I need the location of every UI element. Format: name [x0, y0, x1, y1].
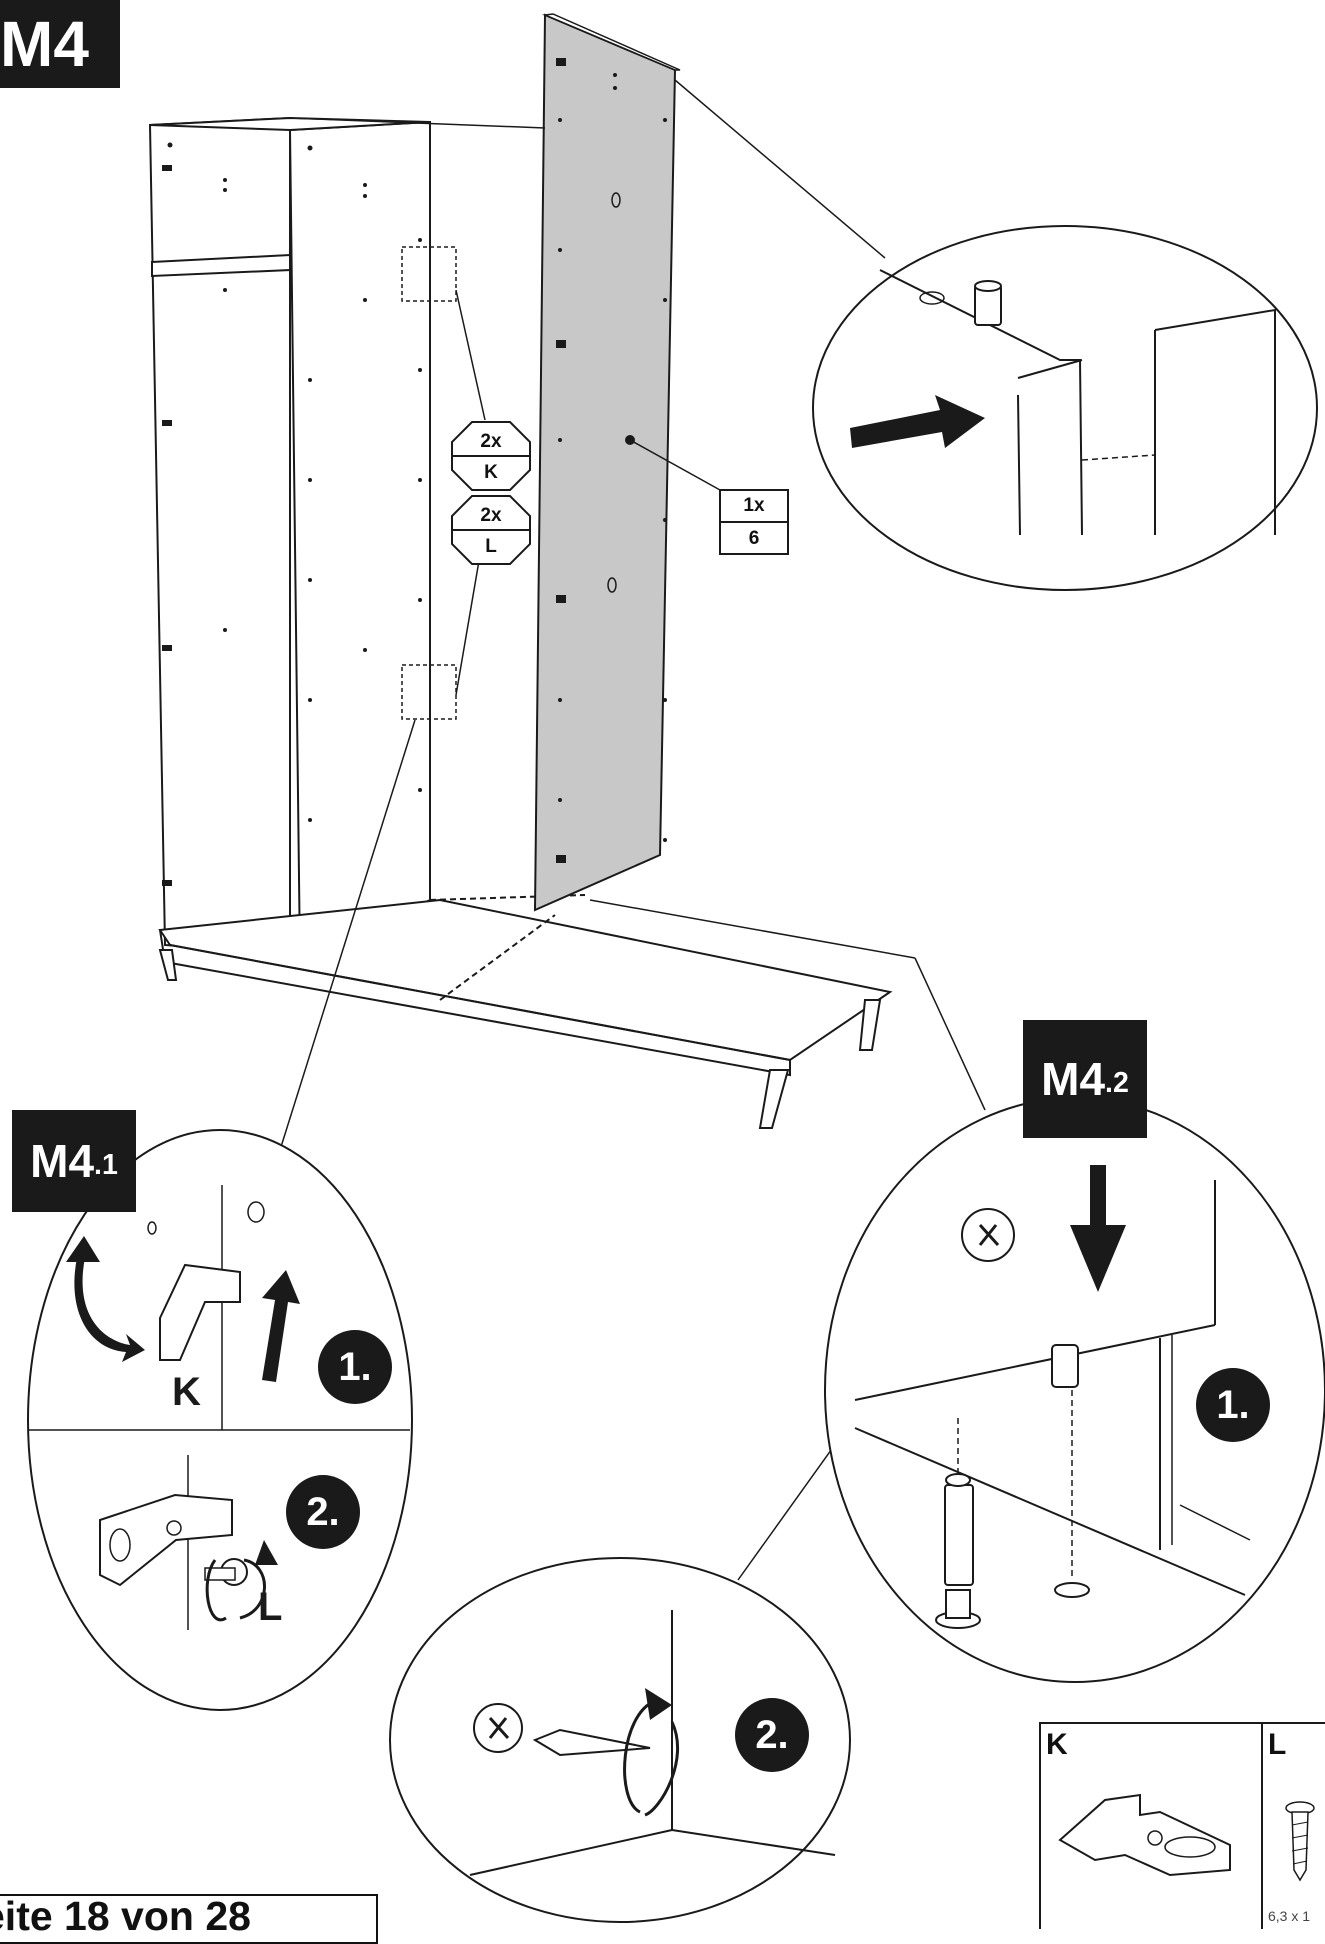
callout-l-part: L: [485, 536, 497, 557]
callout-k-part: K: [484, 462, 498, 483]
parts-legend: [1039, 1722, 1325, 1929]
step-badge-m41: M4.1: [12, 1110, 136, 1212]
panel-callout-box: [719, 489, 789, 555]
step-badge-m42: M4.2: [1023, 1020, 1147, 1138]
m42-step-1-number: 1.: [1196, 1368, 1270, 1442]
detail-circle-bottom: [389, 1557, 851, 1923]
m42-step-2-number: 2.: [735, 1698, 809, 1772]
panel-holes: [556, 58, 667, 863]
legend-l-label: L: [1268, 1728, 1287, 1761]
callout-l-qty: 2x: [480, 505, 502, 526]
step-badge-main-text: M4: [0, 8, 89, 80]
step-badge-m41-prefix: M4: [30, 1135, 95, 1187]
panel-callout-part: 6: [748, 528, 760, 549]
detail-circle-m42: [824, 1097, 1325, 1683]
callout-k-qty: 2x: [480, 431, 502, 452]
carcass-holes: [162, 142, 422, 886]
wardrobe-carcass: [148, 116, 893, 1129]
panel-callout-qty: 1x: [743, 495, 765, 516]
step-badge-main: M4: [0, 0, 120, 88]
step-badge-m42-prefix: M4: [1041, 1053, 1106, 1105]
octagon-l: [451, 495, 531, 565]
m41-part-k-label: K: [172, 1370, 201, 1414]
legend-screw-size: 6,3 x 1: [1268, 1908, 1311, 1924]
m41-step-2-number: 2.: [286, 1475, 360, 1549]
detail-circle-m41: [27, 1129, 413, 1711]
m41-part-l-label: L: [258, 1585, 283, 1629]
octagon-k: [451, 421, 531, 491]
m41-step-1-number: 1.: [318, 1330, 392, 1404]
side-panel-6: [533, 13, 681, 912]
step-badge-m41-suffix: .1: [94, 1149, 118, 1182]
step-badge-m42-suffix: .2: [1105, 1067, 1129, 1100]
legend-k-label: K: [1046, 1728, 1068, 1761]
page-number: eite 18 von 28: [0, 1893, 251, 1939]
detail-circle-top-right: [812, 225, 1318, 591]
